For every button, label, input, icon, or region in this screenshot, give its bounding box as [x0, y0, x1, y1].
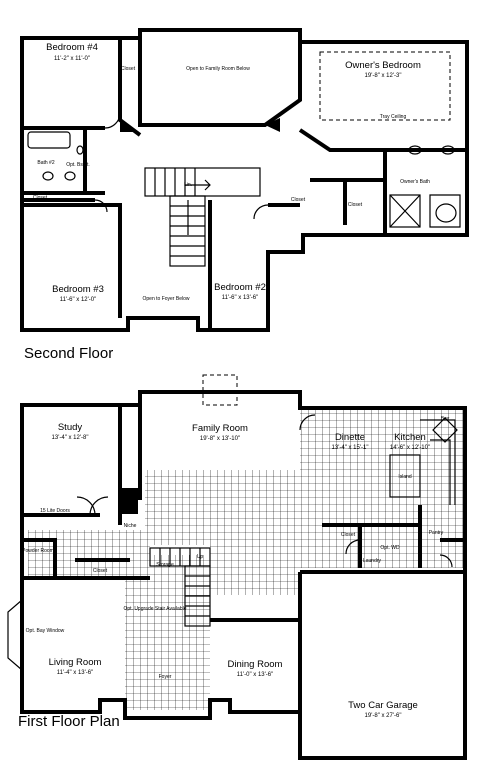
kitchen-dims: 14'-6" x 12'-10" [390, 445, 430, 451]
second-floor-plan: Bedroom #4 11'-2" x 11'-0" Closet Open t… [20, 28, 469, 332]
dinette-label: Dinette [335, 432, 365, 443]
dining-room-label: Dining Room [228, 659, 283, 670]
stair-hall-tile [210, 545, 300, 595]
island-label: Island [398, 474, 412, 480]
closet-b3-label: Closet [33, 195, 48, 201]
chimney-outline [202, 374, 238, 406]
laundry-wall [322, 505, 465, 568]
kitchen-label: Kitchen [394, 432, 426, 443]
family-room-label: Family Room [192, 423, 248, 434]
owners-bath-label: Owner's Bath [400, 179, 430, 185]
living-room-label: Living Room [49, 657, 102, 668]
closet-label: Closet [93, 568, 108, 574]
bedroom3-label: Bedroom #3 [52, 284, 104, 295]
living-bay-window-shape [7, 599, 23, 671]
first-floor-plan: Study 13'-4" x 12'-8" 15 Lite Doors Nich… [7, 374, 467, 760]
living-dining-wall [20, 572, 302, 712]
bedrooms-wall [22, 200, 300, 330]
tray-ceiling-label: Tray Ceiling [380, 114, 407, 120]
fireplace-block [120, 488, 138, 514]
open-foyer-label: Open to Foyer Below [143, 296, 190, 302]
tray-ceiling-outline [319, 51, 451, 121]
bay-label: Bay [441, 416, 450, 422]
opt-wd-label: Opt. WD [380, 545, 400, 551]
family-room-floor-tile [145, 470, 300, 545]
bath2-fixtures [27, 131, 84, 181]
owners-bedroom-wall [298, 128, 467, 235]
powder-wall [22, 538, 150, 580]
open-family-wall [138, 30, 302, 127]
owners-bedroom-label: Owner's Bedroom [345, 60, 421, 71]
kitchen-counter [420, 419, 456, 505]
opt-bsmt-label: Opt. Bsmt. [66, 162, 90, 168]
second-floor-title: Second Floor [24, 345, 113, 362]
study-label: Study [58, 422, 83, 433]
bath2-label: Bath #2 [37, 160, 54, 166]
family-room-dims: 19'-8" x 13'-10" [200, 436, 240, 442]
dinette-dims: 13'-4" x 15'-1" [332, 445, 369, 451]
closet-b2-label: Closet [291, 197, 306, 203]
french-doors-label: 15 Lite Doors [40, 508, 70, 514]
garage-label: Two Car Garage [348, 700, 418, 711]
bedroom2-label: Bedroom #2 [214, 282, 266, 293]
kitchen-floor-tile [300, 408, 465, 568]
owners-bedroom-dims: 19'-8" x 12'-3" [365, 73, 402, 79]
foyer-floor-tile [125, 555, 210, 710]
bedroom4-dims: 11'-2" x 11'-0" [54, 56, 90, 62]
owner-bath-fixtures [389, 145, 461, 228]
second-floor-outer-wall [20, 28, 469, 332]
laundry-label: Laundry [363, 558, 382, 564]
powder-label: Powder Room [22, 548, 54, 554]
niche-label: Niche [124, 523, 137, 529]
closet-b4-label: Closet [121, 66, 136, 72]
chase-2f-left [120, 118, 135, 132]
owner-closet-wall [310, 178, 385, 225]
first-floor-title: First Floor Plan [18, 713, 120, 730]
bedroom2-dims: 11'-6" x 13'-6" [222, 295, 258, 301]
closet-owner-label: Closet [348, 202, 363, 208]
lin-label: Lin. [184, 182, 192, 188]
stair-first [149, 547, 211, 627]
first-floor-outer-wall [20, 390, 467, 760]
opt-upgrade-stair-label: Opt. Upgrade Stair Available [123, 606, 186, 612]
garage-dims: 19'-8" x 27'-6" [365, 713, 402, 719]
foyer-label: Foyer [159, 674, 172, 680]
door-swings-second [94, 112, 269, 220]
bedroom3-dims: 11'-6" x 12'-0" [60, 297, 96, 303]
living-room-dims: 11'-4" x 13'-6" [57, 670, 93, 676]
open-family-label: Open to Family Room Below [186, 66, 250, 72]
storage-label: Storage [156, 562, 174, 568]
study-dims: 13'-4" x 12'-8" [52, 435, 89, 441]
bath2-wall [22, 128, 105, 202]
bay-window-shape [432, 417, 458, 443]
closet2-label: Closet [341, 532, 356, 538]
pantry-label: Pantry [429, 530, 444, 536]
kitchen-island-shape [389, 454, 421, 498]
opt-bay-window-label: Opt. Bay Window [26, 628, 65, 634]
chase-2f-right [265, 118, 280, 132]
dining-room-dims: 11'-0" x 13'-6" [237, 672, 273, 678]
stair-second [144, 167, 261, 267]
up-label: Up [197, 554, 204, 560]
door-swings-first [76, 414, 453, 568]
bedroom4-label: Bedroom #4 [46, 42, 98, 53]
